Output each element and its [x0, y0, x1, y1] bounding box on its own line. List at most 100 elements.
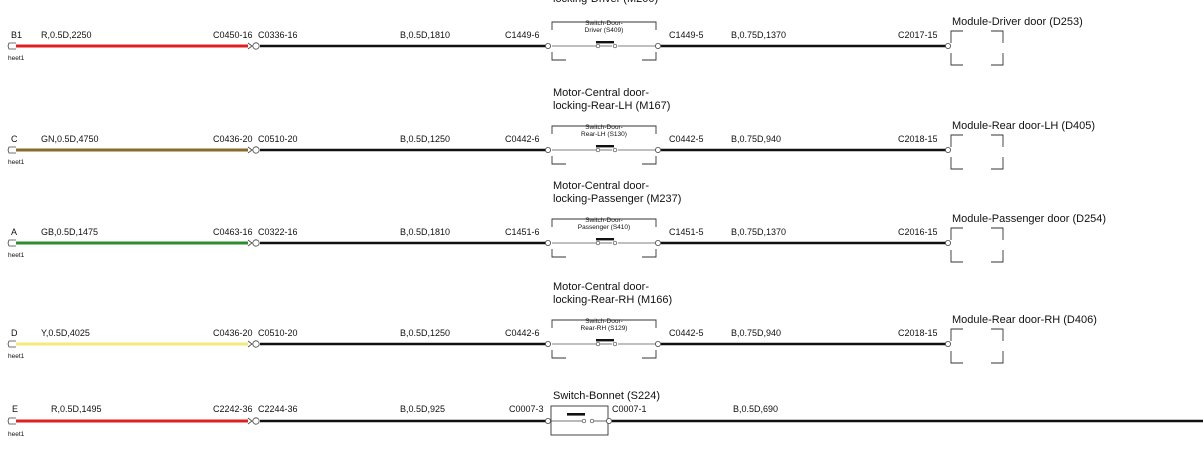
connector-d-label: C0442-5 [669, 134, 704, 144]
switch-top-bracket [551, 218, 657, 227]
switch-node-icon [595, 147, 601, 153]
switch-bottom-bracket [551, 350, 657, 359]
connector-e-label: C2016-15 [898, 227, 938, 237]
module-title: Module-Driver door (D253) [952, 16, 1083, 28]
terminal-node-icon [655, 146, 662, 153]
connector-d-label: C0442-5 [669, 328, 704, 338]
terminal-node-icon [655, 340, 662, 347]
wire1-label: R,0.5D,2250 [41, 30, 92, 40]
terminal-node-icon [945, 146, 952, 153]
wire3-label: B,0.75D,1370 [731, 227, 786, 237]
terminal-node-icon [545, 340, 552, 347]
connector-e-label: C2018-15 [898, 134, 938, 144]
connector-a-label: C2242-36 [213, 404, 253, 414]
sheet-label: heet1 [8, 159, 25, 166]
pin-end-icon [7, 340, 16, 348]
switch-top-bracket [551, 21, 657, 30]
terminal-node-icon [545, 146, 552, 153]
module-title: Module-Passenger door (D254) [952, 213, 1106, 225]
connector-b-label: C0510-20 [258, 328, 298, 338]
sheet-label: heet1 [8, 252, 25, 259]
switch-node-icon [589, 418, 595, 424]
connector-arrow-icon [247, 239, 253, 247]
wire1-label: R,0.5D,1495 [51, 404, 102, 414]
terminal-node-icon [655, 239, 662, 246]
connector-c-label: C0442-6 [505, 134, 540, 144]
module-title: Module-Rear door-LH (D405) [952, 120, 1095, 132]
pin-end-icon [7, 146, 16, 154]
connector-e-label: C2017-15 [898, 30, 938, 40]
sheet-label: heet1 [8, 431, 25, 438]
terminal-node-icon [545, 239, 552, 246]
motor-title: Motor-Central door- [553, 87, 649, 99]
connector-e-label: C2018-15 [898, 328, 938, 338]
switch-label: Driver (S409) [585, 27, 624, 34]
switch-node-icon [595, 43, 601, 49]
switch-label: Switch-Door- [585, 124, 623, 131]
motor-title: Motor-Central door- [553, 180, 649, 192]
switch-bottom-bracket [551, 249, 657, 258]
terminal-node-icon [945, 239, 952, 246]
module-box [950, 134, 1004, 170]
connector-a-label: C0436-20 [213, 134, 253, 144]
switch-node-icon [595, 240, 601, 246]
connector-a-label: C0436-20 [213, 328, 253, 338]
connector-d-label: C1449-5 [669, 30, 704, 40]
connector-socket-icon [252, 146, 260, 154]
wire2-label: B,0.5D,1250 [400, 134, 450, 144]
wire1-label: GN,0.5D,4750 [41, 134, 99, 144]
switch-bonnet-box [550, 405, 609, 436]
module-box [950, 30, 1004, 66]
terminal-node-icon [655, 43, 662, 50]
motor-title: locking-Passenger (M237) [553, 193, 681, 205]
wire3-label: B,0.5D,690 [733, 404, 778, 414]
switch-contact-icon [596, 145, 614, 148]
pin-label: C [11, 134, 18, 144]
sheet-label: heet1 [8, 353, 25, 360]
sheet-label: heet1 [8, 55, 25, 62]
switch-node-icon [612, 341, 618, 347]
switch-node-icon [595, 341, 601, 347]
connector-socket-icon [252, 239, 260, 247]
module-title: Module-Rear door-RH (D406) [952, 314, 1097, 326]
switch-bonnet-title: Switch-Bonnet (S224) [553, 390, 660, 402]
switch-contact-icon [567, 413, 585, 416]
pin-end-icon [7, 42, 16, 50]
motor-title-partial: locking-Driver (M200) [553, 0, 658, 5]
switch-contact-icon [596, 339, 614, 342]
connector-arrow-icon [247, 42, 253, 50]
connector-b-label: C0322-16 [258, 227, 298, 237]
connector-socket-icon [252, 340, 260, 348]
connector-socket-icon [252, 417, 260, 425]
pin-label: B1 [11, 30, 22, 40]
switch-contact-icon [596, 41, 614, 44]
switch-node-icon [612, 43, 618, 49]
switch-label: Switch-Door- [585, 217, 623, 224]
connector-c-label: C1449-6 [505, 30, 540, 40]
switch-label: Switch-Door- [585, 20, 623, 27]
wire3-label: B,0.75D,940 [731, 134, 781, 144]
switch-contact-icon [596, 238, 614, 241]
switch-node-icon [581, 418, 587, 424]
switch-node-icon [612, 147, 618, 153]
connector-arrow-icon [247, 146, 253, 154]
pin-label: D [11, 328, 18, 338]
terminal-node-icon [606, 417, 613, 424]
wire1-label: GB,0.5D,1475 [41, 227, 98, 237]
connector-b-label: C0510-20 [258, 134, 298, 144]
pin-label: A [11, 227, 17, 237]
connector-d-label: C0007-1 [612, 404, 647, 414]
module-box [950, 227, 1004, 263]
switch-label: Switch-Door- [585, 318, 623, 325]
switch-top-bracket [551, 125, 657, 134]
connector-a-label: C0450-16 [213, 30, 253, 40]
pin-end-icon [7, 417, 16, 425]
connector-d-label: C1451-5 [669, 227, 704, 237]
switch-bottom-bracket [551, 52, 657, 61]
terminal-node-icon [945, 340, 952, 347]
connector-a-label: C0463-16 [213, 227, 253, 237]
